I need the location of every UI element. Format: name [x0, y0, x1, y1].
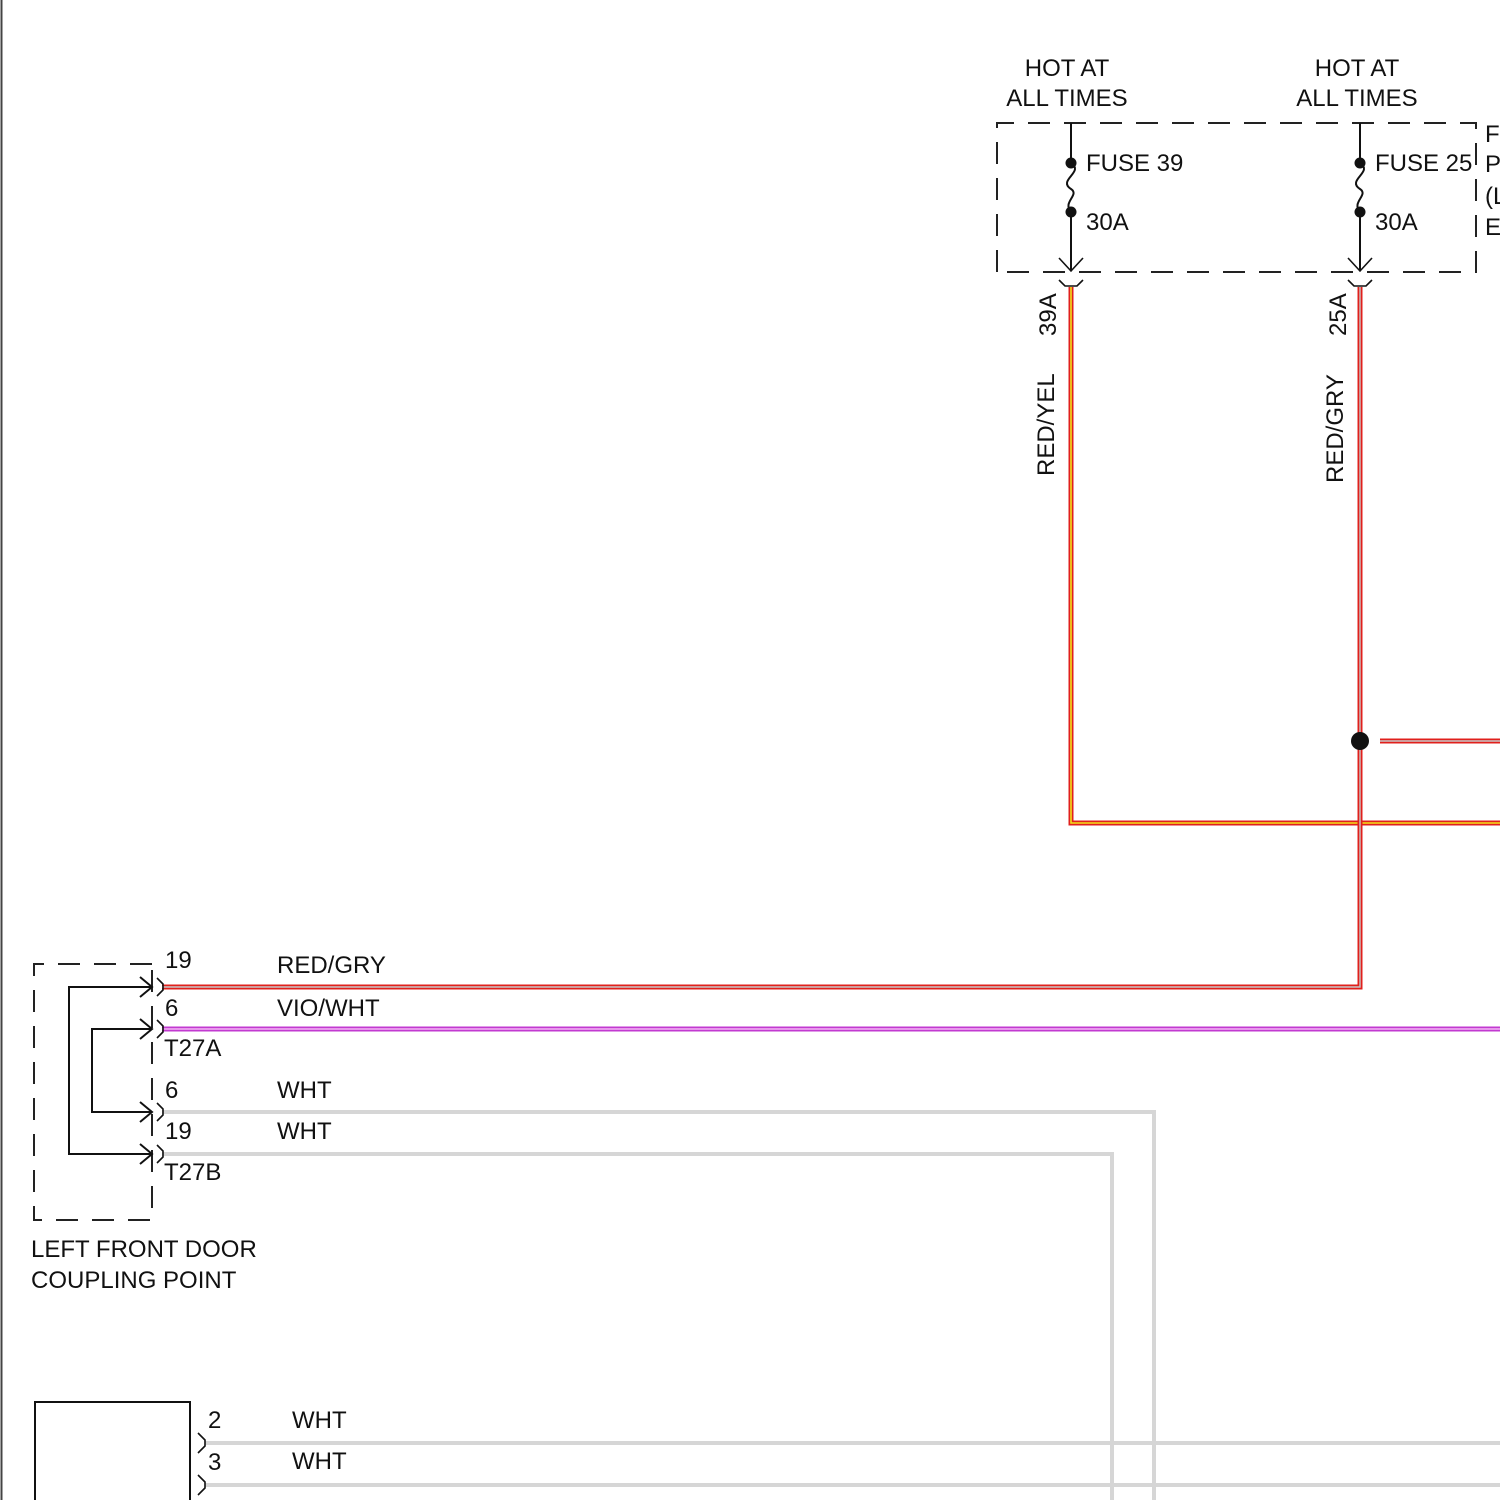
- fuse-39-name: FUSE 39: [1086, 150, 1183, 177]
- coupling-jumper-19: [69, 987, 152, 1154]
- fuse-box-side-text-4: E: [1485, 214, 1500, 241]
- wire-label: WHT: [277, 1077, 332, 1104]
- fuse-39: [1059, 123, 1083, 286]
- hot-at-all-times-label-1-line2: ALL TIMES: [1006, 85, 1127, 112]
- fuse-25-connector-receptacle: [1348, 280, 1372, 286]
- wire-label: VIO/WHT: [277, 995, 380, 1022]
- wire-label: RED/GRY: [277, 952, 386, 979]
- fuse-25-element: [1356, 163, 1364, 212]
- bottom-pin-label: 3: [208, 1449, 221, 1476]
- bottom-component-box: [35, 1402, 190, 1500]
- bottom-component: [35, 1402, 205, 1500]
- fuse-box: HOT AT ALL TIMES HOT AT ALL TIMES FUSE 3…: [997, 55, 1500, 286]
- wire-label: WHT: [277, 1118, 332, 1145]
- hot-at-all-times-label-2-line1: HOT AT: [1315, 55, 1400, 82]
- fuse-39-rating: 30A: [1086, 209, 1129, 236]
- fuse-39-element: [1067, 163, 1075, 212]
- coupling-pin-label: 6: [165, 1077, 178, 1104]
- wire-red-yel-label: RED/YEL: [1033, 373, 1060, 476]
- connector-t27b-label: T27B: [164, 1159, 221, 1186]
- coupling-pin-label: 19: [165, 947, 192, 974]
- connector-t27a-label: T27A: [164, 1035, 221, 1062]
- fuse-box-side-text-3: (L: [1485, 183, 1500, 210]
- coupling-pin-label: 19: [165, 1118, 192, 1145]
- coupling-title-line1: LEFT FRONT DOOR: [31, 1236, 257, 1263]
- fuse-25-name: FUSE 25: [1375, 150, 1472, 177]
- wire-red-gry: [162, 287, 1360, 987]
- coupling-pin-label: 6: [165, 995, 178, 1022]
- fuse-25: [1348, 123, 1372, 286]
- coupling-title-line2: COUPLING POINT: [31, 1267, 237, 1294]
- bottom-wire-label: WHT: [292, 1448, 347, 1475]
- fuse-box-side-text-2: P: [1485, 151, 1500, 178]
- fuse-39-connector-receptacle: [1059, 280, 1083, 286]
- hot-at-all-times-label-2-line2: ALL TIMES: [1296, 85, 1417, 112]
- splice-point: [1351, 732, 1369, 750]
- terminal-39a-label: 39A: [1035, 293, 1062, 336]
- bottom-pin-label: 2: [208, 1407, 221, 1434]
- fuse-box-side-text-1: F: [1485, 121, 1500, 148]
- bottom-wire-label: WHT: [292, 1407, 347, 1434]
- fuse-box-outline: [997, 123, 1476, 272]
- hot-at-all-times-label-1-line1: HOT AT: [1025, 55, 1110, 82]
- wire-red-gry-vertical-label: RED/GRY: [1322, 374, 1349, 483]
- fuse-25-rating: 30A: [1375, 209, 1418, 236]
- coupling-jumper-6: [92, 1029, 152, 1112]
- left-front-door-coupling-point: [34, 964, 163, 1220]
- terminal-25a-label: 25A: [1325, 293, 1352, 336]
